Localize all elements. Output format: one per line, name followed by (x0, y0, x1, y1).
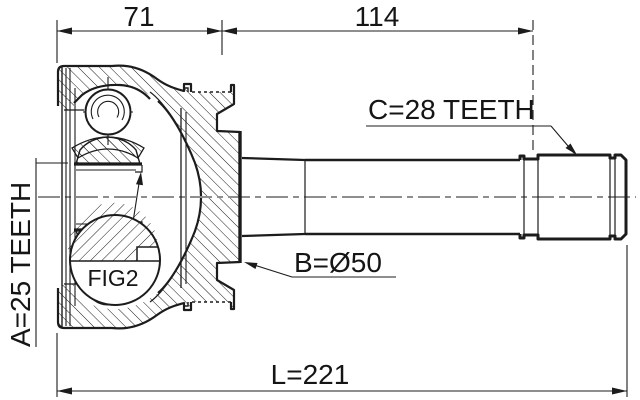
teeth-outer-arrowhead (565, 143, 577, 155)
housing-upper-outline (56, 64, 193, 106)
dim-text-71: 71 (123, 1, 154, 32)
snapring-groove-upper (135, 165, 143, 173)
housing-upper-wall-section (58, 65, 240, 196)
shaft-neck-bottom (241, 232, 306, 238)
ball-track-upper (73, 83, 151, 104)
housing-inner-parallel-line-upper (149, 91, 191, 153)
fig2-detail-balloon: FIG2 (68, 172, 161, 306)
diameter-b-arrowhead (244, 262, 258, 269)
teeth-outer-text: C=28 TEETH (368, 94, 535, 125)
teeth-inner-text: A=25 TEETH (5, 182, 36, 347)
shaft-neck-top (241, 156, 306, 162)
ball-inner-arc-1 (90, 94, 125, 121)
boot-rib-notch-lower (184, 302, 189, 307)
boot-rib-notch-upper (184, 87, 189, 92)
ball-bearing-upper (84, 88, 132, 136)
label-teeth-outer: C=28 TEETH (366, 94, 577, 155)
dim-text-114: 114 (355, 1, 400, 32)
dimension-71: 71 (56, 1, 223, 63)
label-diameter-b: B=Ø50 (244, 247, 396, 278)
housing-lower-outline (56, 288, 193, 330)
housing-inner-parallel-line-lower (149, 241, 191, 303)
fig2-label: FIG2 (87, 265, 138, 291)
arrowhead-right (518, 27, 533, 35)
arrowhead-right (612, 387, 627, 395)
fig2-detail-step (136, 246, 158, 261)
spline-stub-end (518, 153, 628, 241)
housing-lower-step-outline (215, 260, 241, 311)
dimension-114: 114 (222, 1, 534, 154)
shaft (241, 156, 520, 238)
housing-lower-wall-section (58, 198, 240, 329)
housing-upper-step-outline (215, 83, 241, 134)
dimension-overall-length: L=221 (56, 245, 628, 397)
spline-outline (518, 153, 628, 241)
dim-text-length: L=221 (271, 359, 350, 390)
inner-race-section-upper (75, 136, 141, 165)
ball-inner-arc-2 (97, 100, 120, 118)
fig2-leader-arrowhead (136, 172, 143, 186)
arrowhead-left (57, 27, 72, 35)
arrowhead-left (222, 27, 237, 35)
arrowhead-right (207, 27, 222, 35)
fig2-detail-hatch (68, 202, 158, 261)
label-teeth-inner: A=25 TEETH (5, 158, 68, 347)
diameter-b-text: B=Ø50 (294, 247, 382, 278)
arrowhead-left (57, 387, 72, 395)
